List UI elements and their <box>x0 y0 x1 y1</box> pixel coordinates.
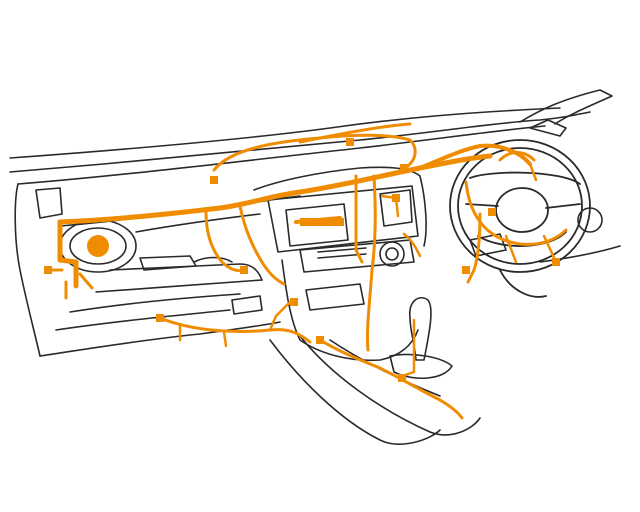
connector-11 <box>392 194 400 202</box>
steering-wheel-rim <box>449 139 591 273</box>
connector-12 <box>240 266 248 274</box>
harness-left-drop <box>48 268 94 300</box>
knee-panel-line <box>69 293 241 313</box>
harness-right-trunk <box>418 143 532 170</box>
left-air-vent-inner <box>69 227 127 265</box>
wiring-harness <box>44 122 568 420</box>
steering-wheel-side-spokes <box>465 203 581 209</box>
harness-centre-drop <box>365 174 377 352</box>
connector-13 <box>44 266 52 274</box>
console-left-edge <box>269 339 441 445</box>
connector-4 <box>156 314 164 322</box>
dash-top-surface <box>17 125 546 185</box>
cluster-screen <box>285 203 349 247</box>
connector-10 <box>552 258 560 266</box>
harness-right-branch <box>504 162 558 264</box>
connector-3 <box>400 164 408 172</box>
harness-passenger-drop <box>204 210 248 273</box>
steering-wheel-inner-rim <box>457 147 583 265</box>
harness-top-run <box>298 122 412 144</box>
dashboard-outline <box>9 89 621 445</box>
connector-7 <box>398 374 406 382</box>
cluster-connector-block <box>300 218 344 226</box>
right-vent-tab <box>529 119 567 137</box>
harness-lower-branch <box>178 300 292 348</box>
console-right-edge <box>299 335 481 436</box>
harness-wheel-top <box>498 151 536 162</box>
glovebox-line <box>95 279 263 293</box>
harness-shifter-line <box>400 318 416 378</box>
left-side-vent <box>35 187 63 219</box>
harness-cluster-drop <box>354 174 364 264</box>
harness-upper-loop <box>212 133 417 172</box>
steering-column <box>499 269 547 298</box>
hvac-knob <box>379 241 405 267</box>
connector-8 <box>462 266 470 274</box>
harness-connectors <box>44 138 560 382</box>
windshield-edge <box>9 107 561 159</box>
connector-9 <box>488 208 496 216</box>
console-top-line <box>329 339 441 397</box>
harness-left-vent-branch <box>57 219 79 289</box>
connector-1 <box>210 176 218 184</box>
cluster-frame <box>267 185 419 253</box>
lower-panel-edge <box>39 321 281 357</box>
connector-6 <box>316 336 324 344</box>
right-upper-trim <box>519 89 613 125</box>
harness-column-drop <box>466 212 482 284</box>
left-dash-side <box>14 183 41 357</box>
hvac-knob-center <box>385 247 399 261</box>
centre-stack-lower <box>281 259 419 362</box>
connector-2 <box>346 138 354 146</box>
glovebox-top <box>109 263 263 281</box>
harness-passenger-drop-2 <box>238 204 286 286</box>
steering-wheel-spoke-top <box>469 171 581 185</box>
right-switch-panel <box>469 233 507 257</box>
harness-console-run <box>318 338 464 420</box>
lower-panel-line <box>55 309 231 331</box>
steering-wheel-hub <box>495 187 549 233</box>
passenger-handle-curve <box>193 256 233 263</box>
steering-wheel <box>449 139 591 298</box>
passenger-handle <box>139 255 197 271</box>
gear-shifter <box>409 296 432 361</box>
panel-clip <box>231 295 263 315</box>
connector-5 <box>290 298 298 306</box>
cluster-gauge <box>379 189 413 227</box>
harness-lower-run <box>158 316 312 344</box>
harness-main-trunk <box>57 153 493 225</box>
right-dash-edge <box>539 245 621 263</box>
cluster-hood <box>253 166 427 247</box>
centre-cubby <box>305 283 365 311</box>
harness-steering-loop <box>464 180 568 246</box>
left-vent-connector <box>87 235 109 257</box>
shifter-boot <box>389 353 453 380</box>
dash-top-edge <box>9 111 591 173</box>
